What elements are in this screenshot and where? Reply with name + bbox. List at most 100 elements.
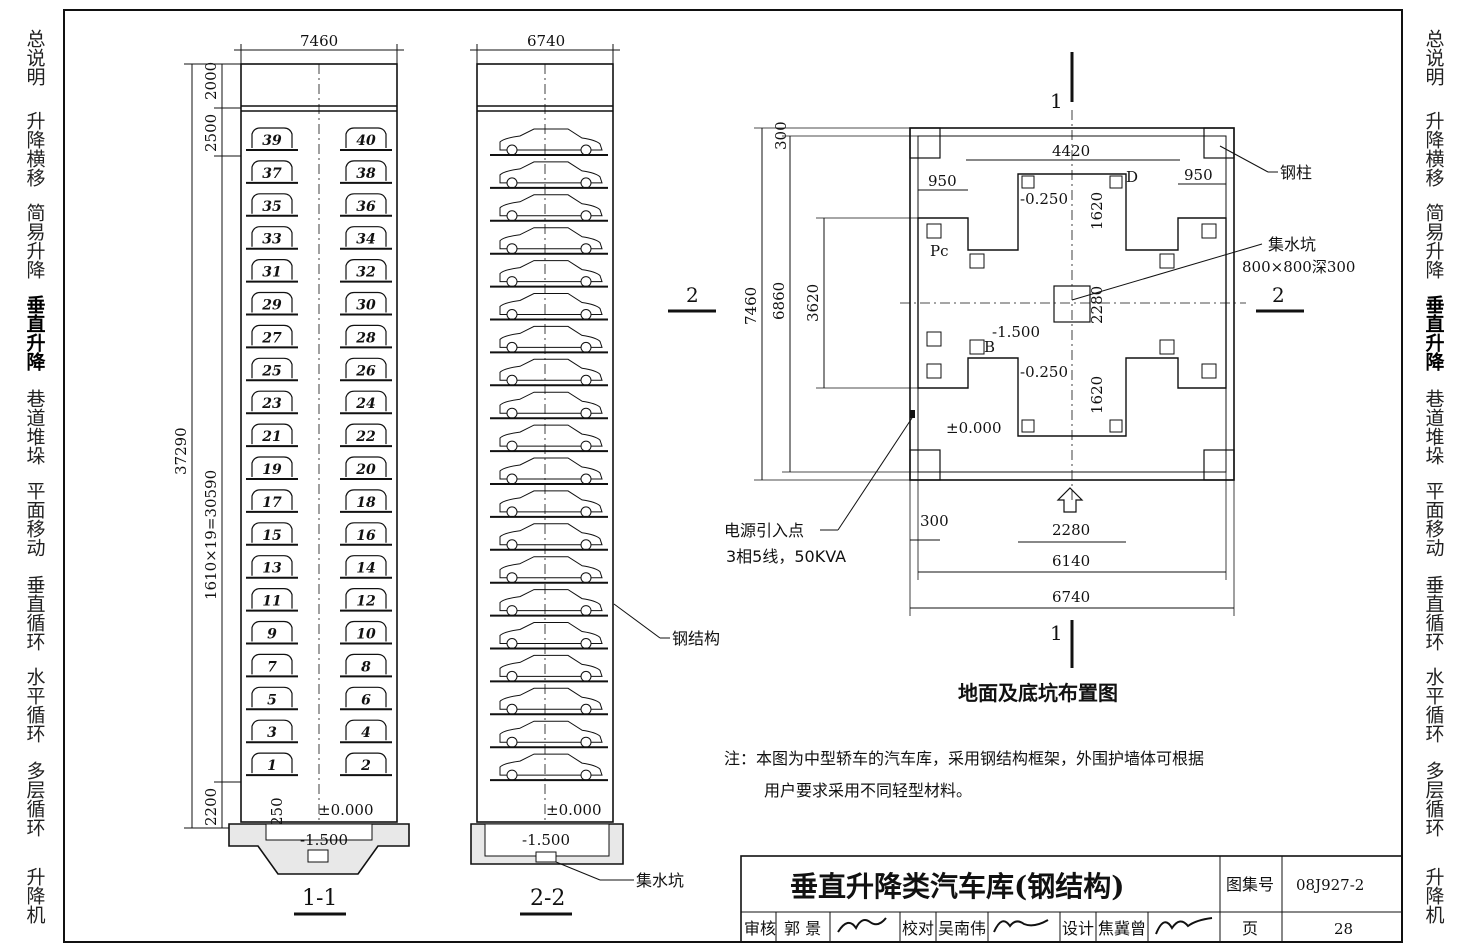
slot-number: 12 bbox=[356, 594, 376, 610]
dim-2280-h: 2280 bbox=[1052, 521, 1090, 539]
dim-6740-plan: 6740 bbox=[1052, 588, 1090, 606]
parking-slots-1-1: 3937353331292725232119171513119753140383… bbox=[246, 127, 392, 777]
note-line-2: 用户要求采用不同轻型材料。 bbox=[764, 781, 972, 800]
level-d: ±0.000 bbox=[946, 419, 1002, 437]
left-tab-4[interactable]: 巷道堆垛 bbox=[14, 384, 54, 470]
right-tab-3[interactable]: 垂直升降 bbox=[1413, 290, 1453, 376]
left-tab-label: 总说明 bbox=[23, 28, 46, 86]
slot-number: 8 bbox=[361, 659, 371, 675]
drawing-title: 垂直升降类汽车库(钢结构) bbox=[790, 870, 1125, 903]
car-icon bbox=[490, 194, 608, 222]
level-zero-2-2: ±0.000 bbox=[546, 801, 602, 819]
left-tab-5[interactable]: 平面移动 bbox=[14, 476, 54, 562]
section-2-2: 6740 ±0.000 -1.500 2-2 钢结构 集水坑 bbox=[470, 32, 720, 916]
left-tab-1[interactable]: 升降横移 bbox=[14, 106, 54, 192]
slot-number: 36 bbox=[356, 199, 376, 215]
section-mark-1-top: 1 bbox=[1050, 89, 1063, 113]
sump-box bbox=[1053, 285, 1091, 323]
parking-slot-left-35: 35 bbox=[246, 193, 298, 217]
right-tab-label: 垂直升降 bbox=[1422, 295, 1445, 371]
steel-column bbox=[1203, 127, 1235, 159]
parking-slot-left-1: 1 bbox=[246, 752, 298, 777]
left-tab-3[interactable]: 垂直升降 bbox=[14, 290, 54, 376]
steel-column bbox=[1203, 449, 1235, 481]
slot-number: 18 bbox=[356, 495, 376, 511]
sheet-frame bbox=[63, 9, 1403, 943]
car-icon bbox=[490, 424, 608, 453]
car-icon bbox=[490, 753, 608, 782]
b-mark: B bbox=[984, 338, 995, 356]
right-tab-4[interactable]: 巷道堆垛 bbox=[1413, 384, 1453, 470]
check-name: 吴南伟 bbox=[938, 919, 986, 938]
slot-number: 22 bbox=[355, 429, 376, 445]
dim-4420: 4420 bbox=[1052, 142, 1090, 160]
car-stack-2-2 bbox=[490, 128, 608, 782]
right-tab-7[interactable]: 水平循环 bbox=[1413, 662, 1453, 748]
parking-slot-right-38: 38 bbox=[340, 160, 392, 184]
section-mark-2-right: 2 bbox=[1272, 283, 1285, 307]
right-tab-1[interactable]: 升降横移 bbox=[1413, 106, 1453, 192]
left-tab-7[interactable]: 水平循环 bbox=[14, 662, 54, 748]
left-tab-8[interactable]: 多层循环 bbox=[14, 756, 54, 842]
slot-number: 31 bbox=[262, 265, 281, 281]
left-tab-0[interactable]: 总说明 bbox=[14, 22, 54, 92]
right-tab-9[interactable]: 升降机 bbox=[1413, 860, 1453, 930]
slot-number: 40 bbox=[356, 133, 376, 149]
slot-number: 39 bbox=[262, 133, 282, 149]
slot-number: 26 bbox=[355, 363, 376, 379]
right-tab-label: 水平循环 bbox=[1422, 667, 1445, 743]
slot-number: 37 bbox=[262, 166, 282, 182]
car-icon bbox=[490, 325, 608, 354]
slot-number: 2 bbox=[360, 758, 371, 774]
dim-300-bottom: 300 bbox=[920, 512, 949, 530]
parking-slot-right-40: 40 bbox=[340, 127, 392, 151]
slot-number: 38 bbox=[356, 166, 376, 182]
left-tab-6[interactable]: 垂直循环 bbox=[14, 570, 54, 656]
review-signature bbox=[837, 917, 887, 933]
section-1-1: 7460 2000 2500 37290 1610×19=30590 2200 … bbox=[172, 32, 410, 916]
right-tab-8[interactable]: 多层循环 bbox=[1413, 756, 1453, 842]
parking-slot-left-13: 13 bbox=[246, 555, 298, 579]
title-block: 垂直升降类汽车库(钢结构) 图集号 08J927-2 审核 郭 景 校对 吴南伟… bbox=[740, 855, 1403, 943]
slot-number: 5 bbox=[267, 692, 277, 708]
left-tab-label: 水平循环 bbox=[23, 667, 46, 743]
slot-number: 11 bbox=[262, 594, 281, 610]
slot-number: 7 bbox=[267, 659, 277, 675]
car-icon bbox=[490, 654, 608, 683]
left-tab-2[interactable]: 简易升降 bbox=[14, 198, 54, 284]
level-c: -0.250 bbox=[1020, 363, 1068, 381]
sump-size: 800×800深300 bbox=[1242, 258, 1355, 276]
review-label: 审核 bbox=[744, 919, 776, 938]
parking-slot-right-12: 12 bbox=[340, 588, 392, 612]
power-point-label: 电源引入点 bbox=[724, 521, 804, 540]
d-mark: D bbox=[1126, 168, 1138, 186]
parking-slot-left-7: 7 bbox=[246, 653, 298, 678]
parking-slot-left-11: 11 bbox=[246, 588, 298, 612]
atlas-number: 08J927-2 bbox=[1296, 876, 1364, 894]
parking-slot-right-30: 30 bbox=[340, 291, 392, 316]
left-tab-label: 升降横移 bbox=[23, 111, 46, 187]
parking-slot-left-31: 31 bbox=[246, 259, 298, 283]
right-tab-6[interactable]: 垂直循环 bbox=[1413, 570, 1453, 656]
right-tab-5[interactable]: 平面移动 bbox=[1413, 476, 1453, 562]
slot-number: 1 bbox=[267, 758, 277, 774]
slot-number: 28 bbox=[355, 330, 376, 346]
left-tab-9[interactable]: 升降机 bbox=[14, 860, 54, 930]
slot-number: 17 bbox=[262, 495, 282, 511]
dim-7460-plan: 7460 bbox=[742, 287, 760, 325]
left-tab-label: 垂直循环 bbox=[23, 575, 46, 651]
slot-number: 25 bbox=[261, 363, 281, 379]
car-icon bbox=[490, 589, 608, 617]
steel-column bbox=[909, 449, 941, 481]
right-tab-0[interactable]: 总说明 bbox=[1413, 22, 1453, 92]
section-label-1-1: 1-1 bbox=[302, 886, 337, 911]
plan-pit bbox=[917, 173, 1227, 437]
left-tab-label: 多层循环 bbox=[23, 761, 46, 837]
parking-slot-right-20: 20 bbox=[340, 456, 392, 480]
section-mark-1-bottom: 1 bbox=[1050, 621, 1063, 645]
right-tab-2[interactable]: 简易升降 bbox=[1413, 198, 1453, 284]
parking-slot-right-8: 8 bbox=[340, 653, 392, 678]
design-signature bbox=[1155, 917, 1213, 935]
dim-950-right: 950 bbox=[1184, 166, 1213, 184]
left-tab-label: 升降机 bbox=[23, 866, 46, 924]
